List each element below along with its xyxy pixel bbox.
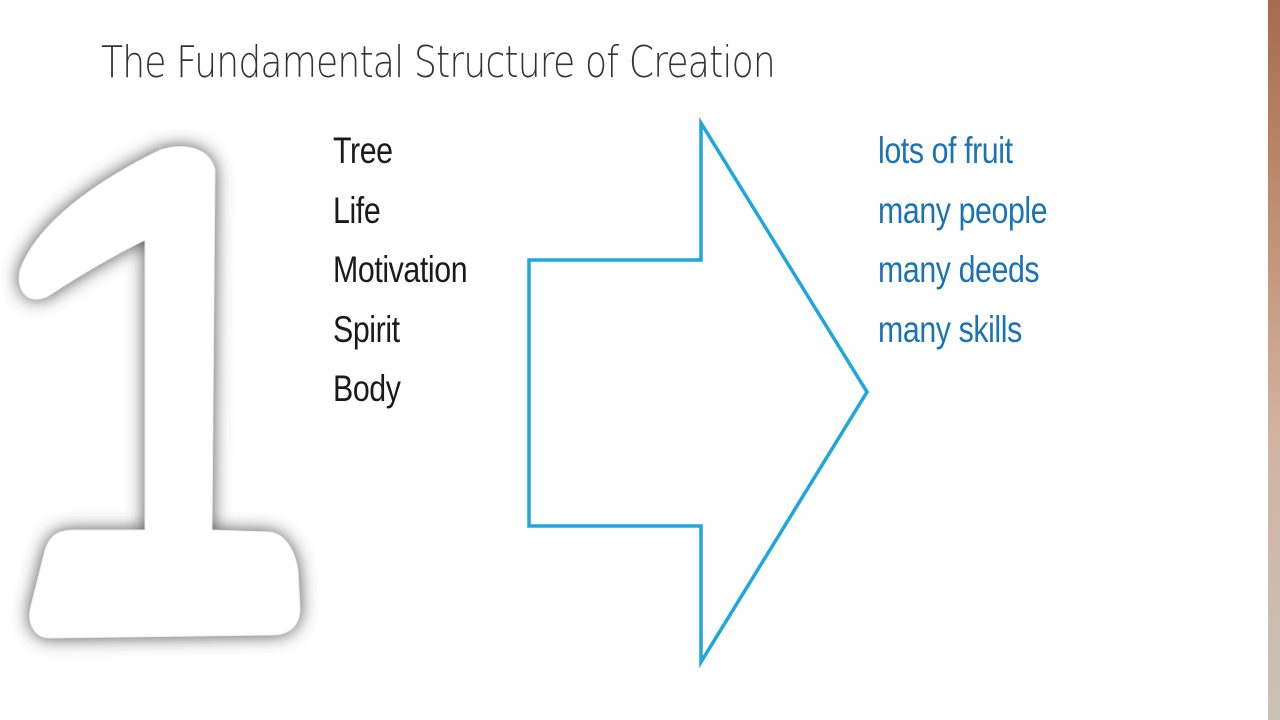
left-list: Tree Life Motivation Spirit Body (333, 121, 497, 419)
slide-title: The Fundamental Structure of Creation (101, 37, 776, 88)
list-item: Tree (333, 130, 393, 171)
list-item: Body (333, 368, 401, 409)
list-item: lots of fruit (878, 130, 1013, 171)
large-one-numeral-icon (18, 146, 301, 639)
list-item: many skills (878, 308, 1022, 350)
list-item: Spirit (333, 308, 400, 350)
decorative-side-strip (1268, 0, 1280, 720)
list-item: Motivation (333, 249, 468, 290)
list-item: many deeds (878, 249, 1040, 290)
list-item: many people (878, 189, 1048, 231)
right-list: lots of fruit many people many deeds man… (878, 121, 1084, 359)
right-block-arrow-icon (527, 116, 870, 669)
list-item: Life (333, 189, 381, 231)
